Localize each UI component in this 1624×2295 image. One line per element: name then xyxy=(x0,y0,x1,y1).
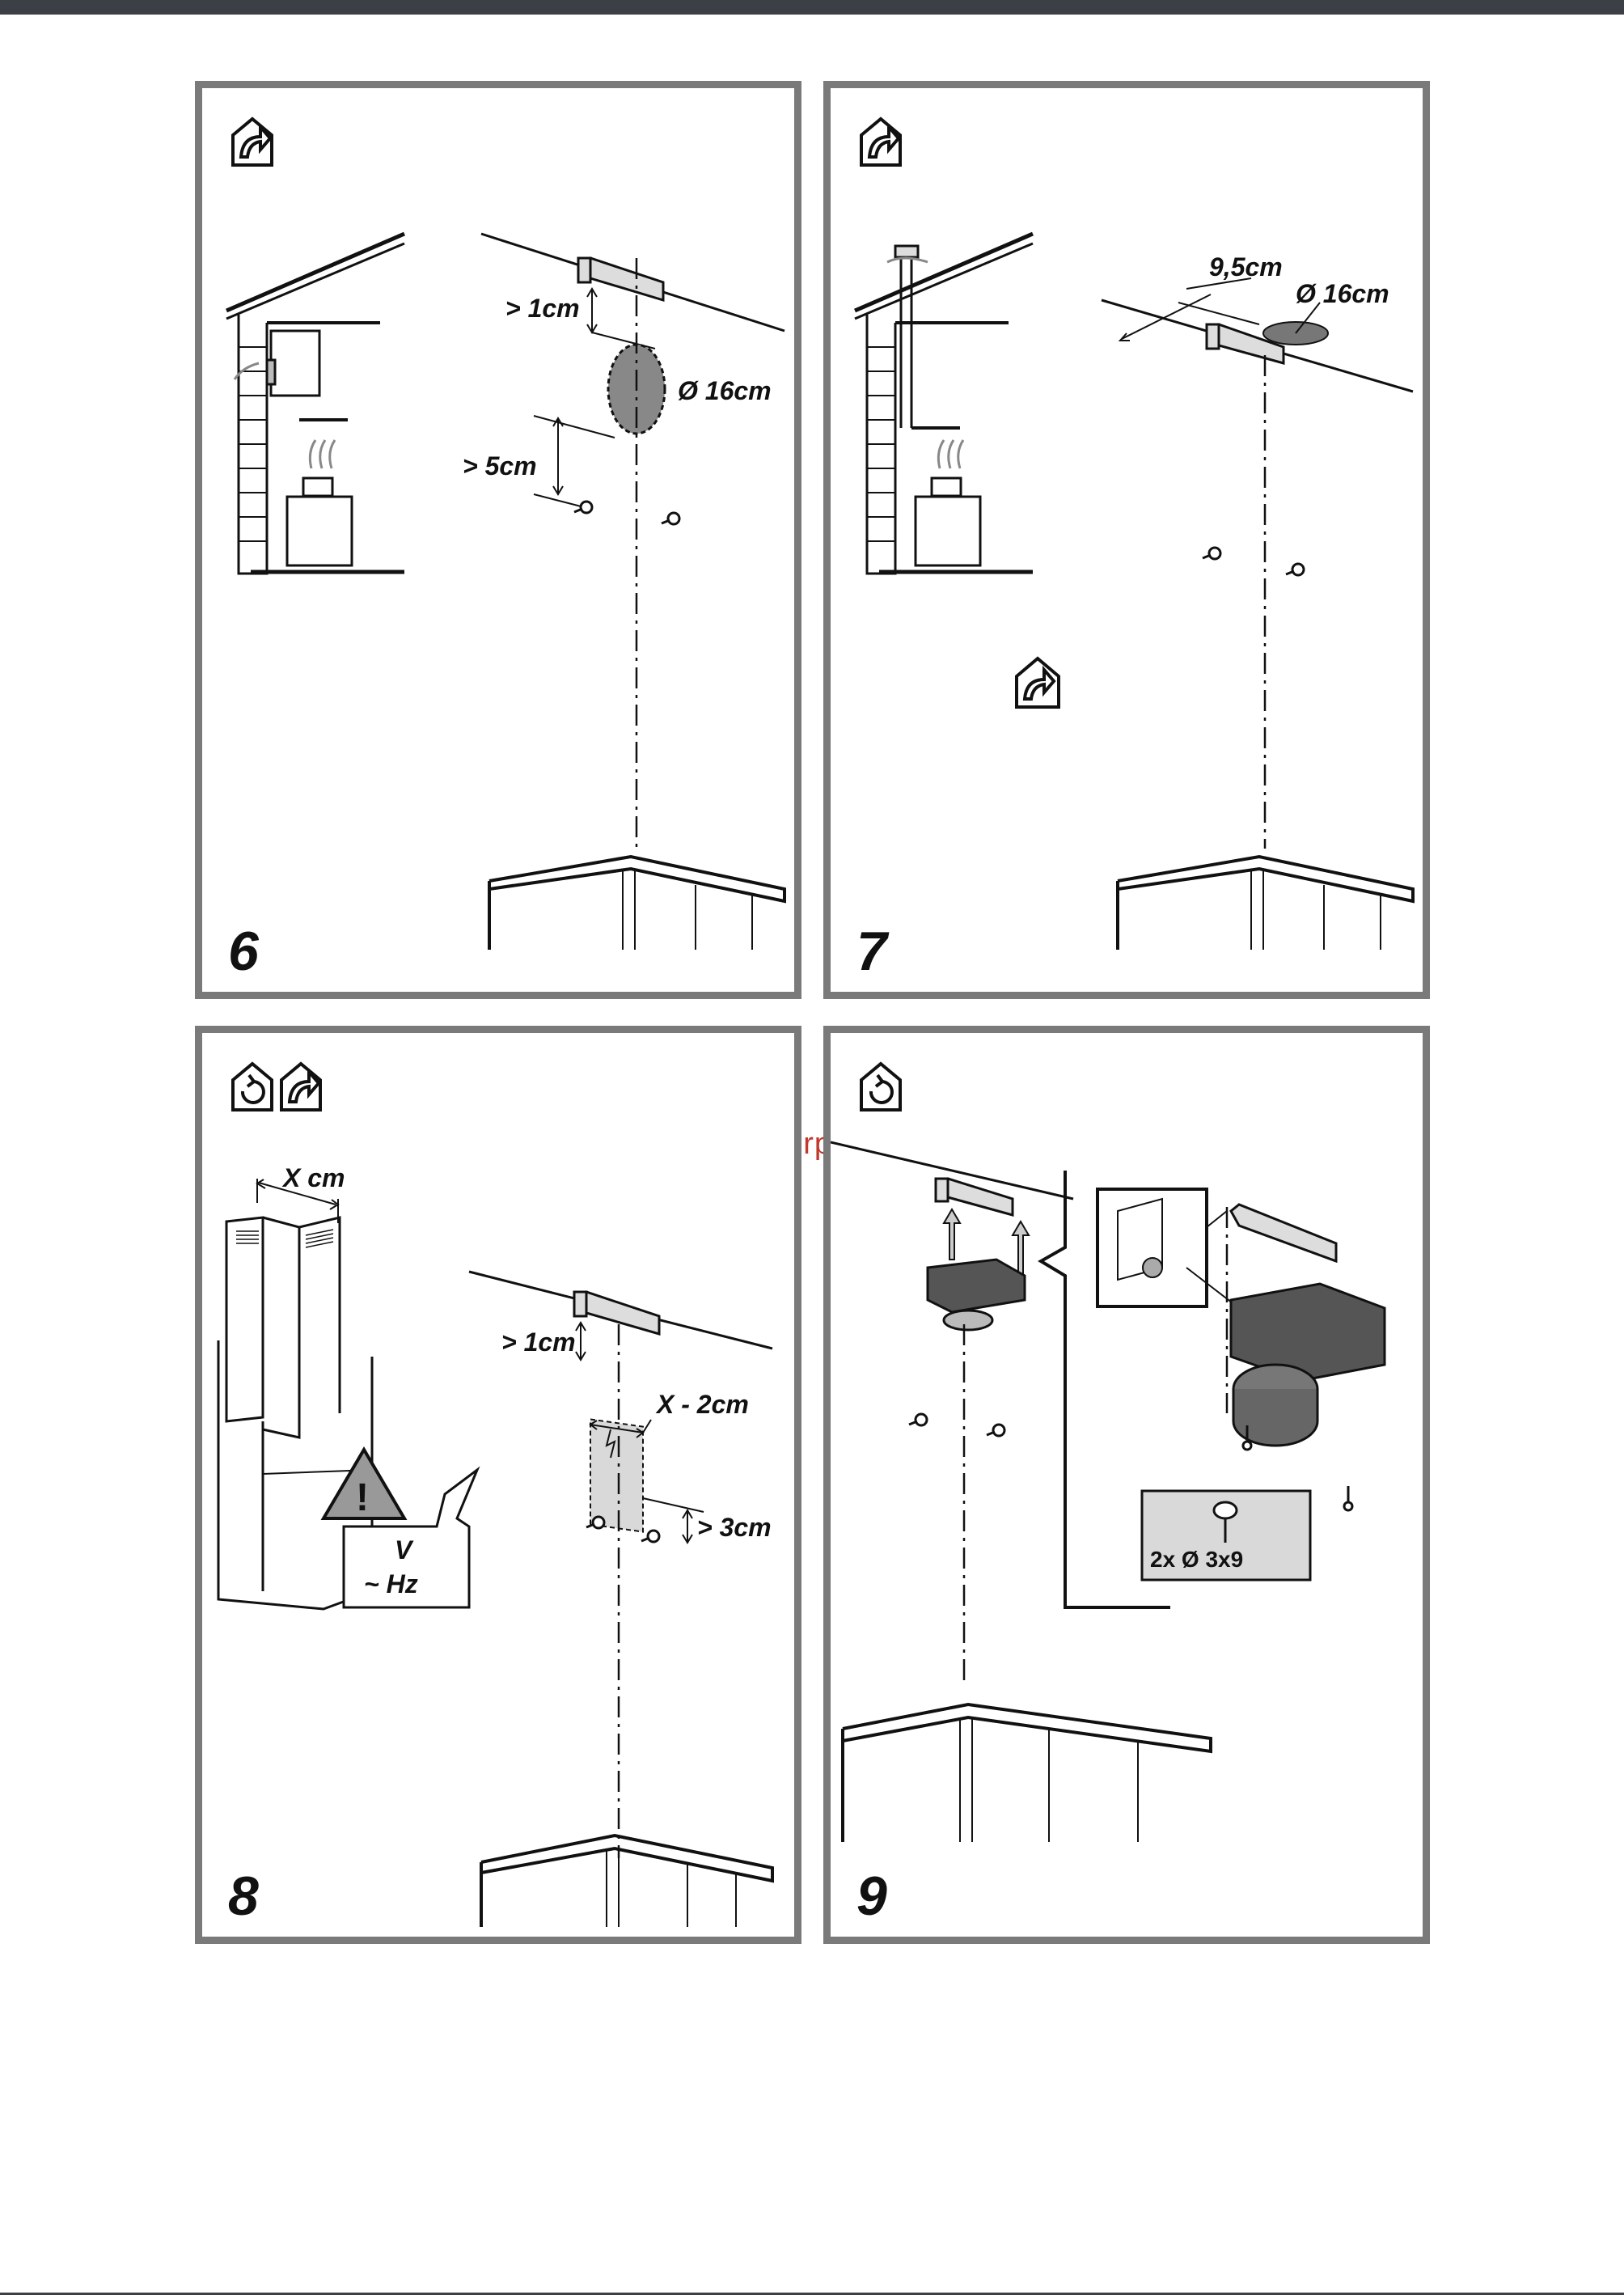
frequency-label: ~ Hz xyxy=(364,1569,418,1598)
recirculation-icon xyxy=(861,1064,900,1110)
house-ducted-illustration xyxy=(226,234,404,574)
panel-step-9: 2x Ø 3x9 9 xyxy=(823,1026,1430,1944)
cabinet-outline xyxy=(1118,857,1413,950)
panel-step-6: > 1cm Ø 16cm > 5cm 6 xyxy=(195,81,801,999)
screw-icon xyxy=(1203,548,1304,575)
recirculation-icon xyxy=(233,1064,272,1110)
width-label: X cm xyxy=(281,1163,345,1192)
panel-step-7: 9,5cm Ø 16cm 7 xyxy=(823,81,1430,999)
panel-step-8: X cm > 1cm X - 2cm > 3cm ! xyxy=(195,1026,801,1944)
wall-bracket xyxy=(1231,1205,1336,1261)
recirculation-adapter xyxy=(928,1260,1025,1330)
socket-area xyxy=(590,1419,643,1531)
step-number: 9 xyxy=(856,1865,887,1927)
wall-bracket xyxy=(936,1179,1013,1215)
cabinet-outline xyxy=(489,857,785,950)
wall-bracket xyxy=(578,258,663,300)
wall-bracket xyxy=(574,1292,659,1334)
top-header-bar xyxy=(0,0,1624,15)
duct-diameter-label: Ø 16cm xyxy=(1296,279,1389,308)
gap-side-label: > 3cm xyxy=(697,1513,772,1542)
warning-symbol: ! xyxy=(356,1476,369,1519)
ducted-outlet-icon xyxy=(281,1064,320,1110)
voltage-label: V xyxy=(395,1535,414,1565)
step-number: 7 xyxy=(856,921,890,982)
screws-label: 2x Ø 3x9 xyxy=(1150,1547,1243,1572)
socket-width-label: X - 2cm xyxy=(655,1390,749,1419)
gap-bottom-label: > 5cm xyxy=(463,451,537,481)
carbon-filter-housing xyxy=(1231,1284,1385,1446)
offset-label: 9,5cm xyxy=(1209,252,1283,282)
step-number: 6 xyxy=(228,921,260,982)
cabinet-outline xyxy=(481,1836,772,1927)
screws-info-box: 2x Ø 3x9 xyxy=(1142,1491,1310,1580)
house-roof-duct-illustration xyxy=(855,234,1033,574)
ducted-outlet-icon xyxy=(1017,658,1059,707)
cabinet-outline xyxy=(843,1704,1211,1842)
arrow-up-icon xyxy=(944,1209,960,1260)
gap-top-label: > 1cm xyxy=(505,294,580,323)
screw-icon xyxy=(574,502,679,524)
ducted-outlet-icon xyxy=(861,119,900,165)
duct-diameter-label: Ø 16cm xyxy=(678,376,772,405)
step-8-illustration: X cm > 1cm X - 2cm > 3cm ! xyxy=(202,1033,794,1937)
step-6-illustration: > 1cm Ø 16cm > 5cm 6 xyxy=(202,88,794,992)
warning-triangle-icon: ! xyxy=(324,1450,404,1519)
step-7-illustration: 9,5cm Ø 16cm 7 xyxy=(831,88,1423,992)
step-9-illustration: 2x Ø 3x9 9 xyxy=(831,1033,1423,1937)
ducted-outlet-icon xyxy=(233,119,272,165)
step-number: 8 xyxy=(228,1865,259,1927)
gap-top-label: > 1cm xyxy=(501,1327,576,1357)
